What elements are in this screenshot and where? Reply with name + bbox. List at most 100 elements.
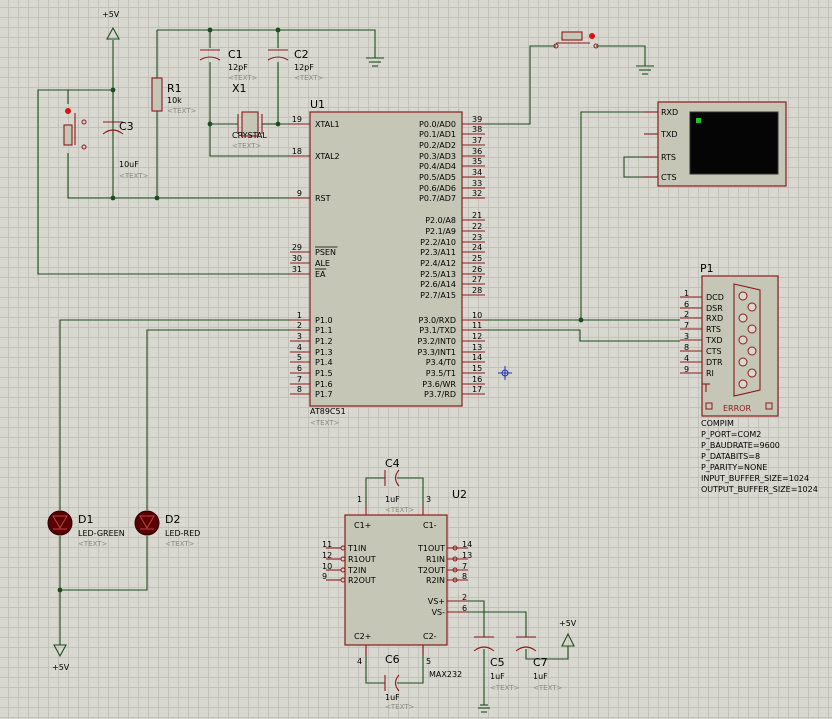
u2-pin-number: 10 xyxy=(322,562,332,571)
u1-pin-name: P0.7/AD7 xyxy=(419,194,456,203)
u1-pin-number: 38 xyxy=(472,125,482,134)
led-d1[interactable]: D1 LED-GREEN <TEXT> xyxy=(47,510,125,548)
svg-text:C5: C5 xyxy=(490,656,505,669)
u1-pin-number: 22 xyxy=(472,222,482,231)
svg-text:C3: C3 xyxy=(119,120,134,133)
svg-text:LED-RED: LED-RED xyxy=(165,529,200,538)
svg-text:+5V: +5V xyxy=(52,663,70,672)
u1-pin-name: ALE xyxy=(315,259,330,268)
u1-pin-name: P0.6/AD6 xyxy=(419,184,456,193)
crystal-x1[interactable]: X1 CRYSTAL <TEXT> xyxy=(232,82,267,150)
connector-hole xyxy=(738,313,748,323)
u1-pin-name: EA xyxy=(315,270,326,279)
u2-inverter-bubble xyxy=(452,567,458,573)
u2-pin-name: VS- xyxy=(432,608,446,617)
u1-pin-name: P3.7/RD xyxy=(424,390,456,399)
u1-pin-name: P1.7 xyxy=(315,390,333,399)
reset-pushbutton[interactable] xyxy=(63,108,87,150)
compim-error-label: ERROR xyxy=(723,404,751,413)
u1-pin-name: XTAL2 xyxy=(315,152,340,161)
u1-pin-number: 30 xyxy=(292,254,302,263)
capacitor-c7[interactable]: C7 1uF <TEXT> xyxy=(515,636,563,692)
u1-pin-number: 2 xyxy=(297,321,302,330)
compim-pin-name: DTR xyxy=(706,358,723,367)
capacitor-c2[interactable]: C2 12pF <TEXT> xyxy=(267,48,324,82)
u1-pin-name: P1.3 xyxy=(315,348,333,357)
u1-pin-number: 7 xyxy=(297,375,302,384)
u1-pin-name: P1.0 xyxy=(315,316,333,325)
pushbutton-p00[interactable] xyxy=(553,31,599,49)
connector-hole xyxy=(747,302,757,312)
capacitor-c3[interactable]: C3 10uF <TEXT> xyxy=(102,120,149,180)
svg-text:1uF: 1uF xyxy=(533,672,548,681)
svg-text:<TEXT>: <TEXT> xyxy=(165,540,195,548)
svg-text:1uF: 1uF xyxy=(385,693,400,702)
u1-pin-name: P3.0/RXD xyxy=(419,316,456,325)
mcu-u1[interactable]: U1 AT89C51 <TEXT> 19XTAL118XTAL29RST29PS… xyxy=(290,98,485,427)
power-terminal-top[interactable]: +5V xyxy=(102,10,120,40)
u1-pin-name: P2.7/A15 xyxy=(420,291,456,300)
connector-hole xyxy=(747,346,757,356)
capacitor-c5[interactable]: C5 1uF <TEXT> xyxy=(473,636,520,692)
compim-property: P_BAUDRATE=9600 xyxy=(701,441,780,450)
svg-text:<TEXT>: <TEXT> xyxy=(232,142,262,150)
u1-pin-name: P2.2/A10 xyxy=(420,238,456,247)
ground-symbol-button[interactable] xyxy=(636,65,654,75)
u1-pin-number: 11 xyxy=(472,321,482,330)
compim-pin-number: 4 xyxy=(684,354,689,363)
u1-pin-name: P1.1 xyxy=(315,326,333,335)
compim-properties: COMPIMP_PORT=COM2P_BAUDRATE=9600P_DATABI… xyxy=(701,419,818,494)
svg-text:U1: U1 xyxy=(310,98,325,111)
u2-inverter-bubble xyxy=(452,545,458,551)
svg-text:<TEXT>: <TEXT> xyxy=(490,684,520,692)
capacitor-c6[interactable]: C6 1uF <TEXT> xyxy=(384,653,415,711)
u2-pin-name: C2+ xyxy=(354,632,371,641)
svg-text:C2: C2 xyxy=(294,48,309,61)
svg-text:10k: 10k xyxy=(167,96,182,105)
u2-pin-number: 14 xyxy=(462,540,472,549)
svg-text:LED-GREEN: LED-GREEN xyxy=(78,529,125,538)
compim-property: P_PORT=COM2 xyxy=(701,430,761,439)
u1-pin-name: P3.4/T0 xyxy=(426,358,456,367)
power-terminal-right[interactable]: +5V xyxy=(559,619,577,647)
resistor-r1[interactable]: R1 10k <TEXT> xyxy=(151,77,197,115)
compim-pin-name: DCD xyxy=(706,293,724,302)
svg-text:C4: C4 xyxy=(385,457,400,470)
svg-text:1uF: 1uF xyxy=(385,495,400,504)
junction-nodes xyxy=(57,27,584,593)
u2-pin-name: VS+ xyxy=(428,597,445,606)
terminal-pin-name: TXD xyxy=(660,130,678,139)
capacitor-c4[interactable]: C4 1uF <TEXT> xyxy=(384,457,415,514)
u1-pin-number: 24 xyxy=(472,243,482,252)
ground-symbol-top[interactable] xyxy=(366,57,384,67)
connector-hole xyxy=(738,357,748,367)
u1-pin-number: 15 xyxy=(472,364,482,373)
u1-pin-name: P1.5 xyxy=(315,369,333,378)
svg-text:U2: U2 xyxy=(452,488,467,501)
terminal-pin-name: CTS xyxy=(661,173,677,182)
u1-pin-number: 37 xyxy=(472,136,482,145)
u1-pin-name: P0.5/AD5 xyxy=(419,173,456,182)
capacitor-c1[interactable]: C1 12pF <TEXT> xyxy=(199,48,258,82)
connector-hole xyxy=(747,368,757,378)
u1-pin-name: RST xyxy=(315,194,331,203)
svg-text:1uF: 1uF xyxy=(490,672,505,681)
u2-pin-number: 2 xyxy=(462,593,467,602)
compim-pin-name: RXD xyxy=(706,314,723,323)
ground-symbol-bottom[interactable] xyxy=(478,707,490,713)
u2-pin-number: 8 xyxy=(462,572,467,581)
u1-pin-number: 12 xyxy=(472,332,482,341)
led-d2[interactable]: D2 LED-RED <TEXT> xyxy=(134,510,200,548)
svg-text:+5V: +5V xyxy=(102,10,120,19)
power-terminal-bottom[interactable]: +5V xyxy=(52,644,70,672)
u1-left-pins: 19XTAL118XTAL29RST29PSEN30ALE31EA1P1.02P… xyxy=(290,115,340,399)
compim-pin-name: CTS xyxy=(706,347,722,356)
u1-pin-number: 28 xyxy=(472,286,482,295)
u2-pin-name: T2OUT xyxy=(417,566,445,575)
u1-pin-number: 21 xyxy=(472,211,482,220)
